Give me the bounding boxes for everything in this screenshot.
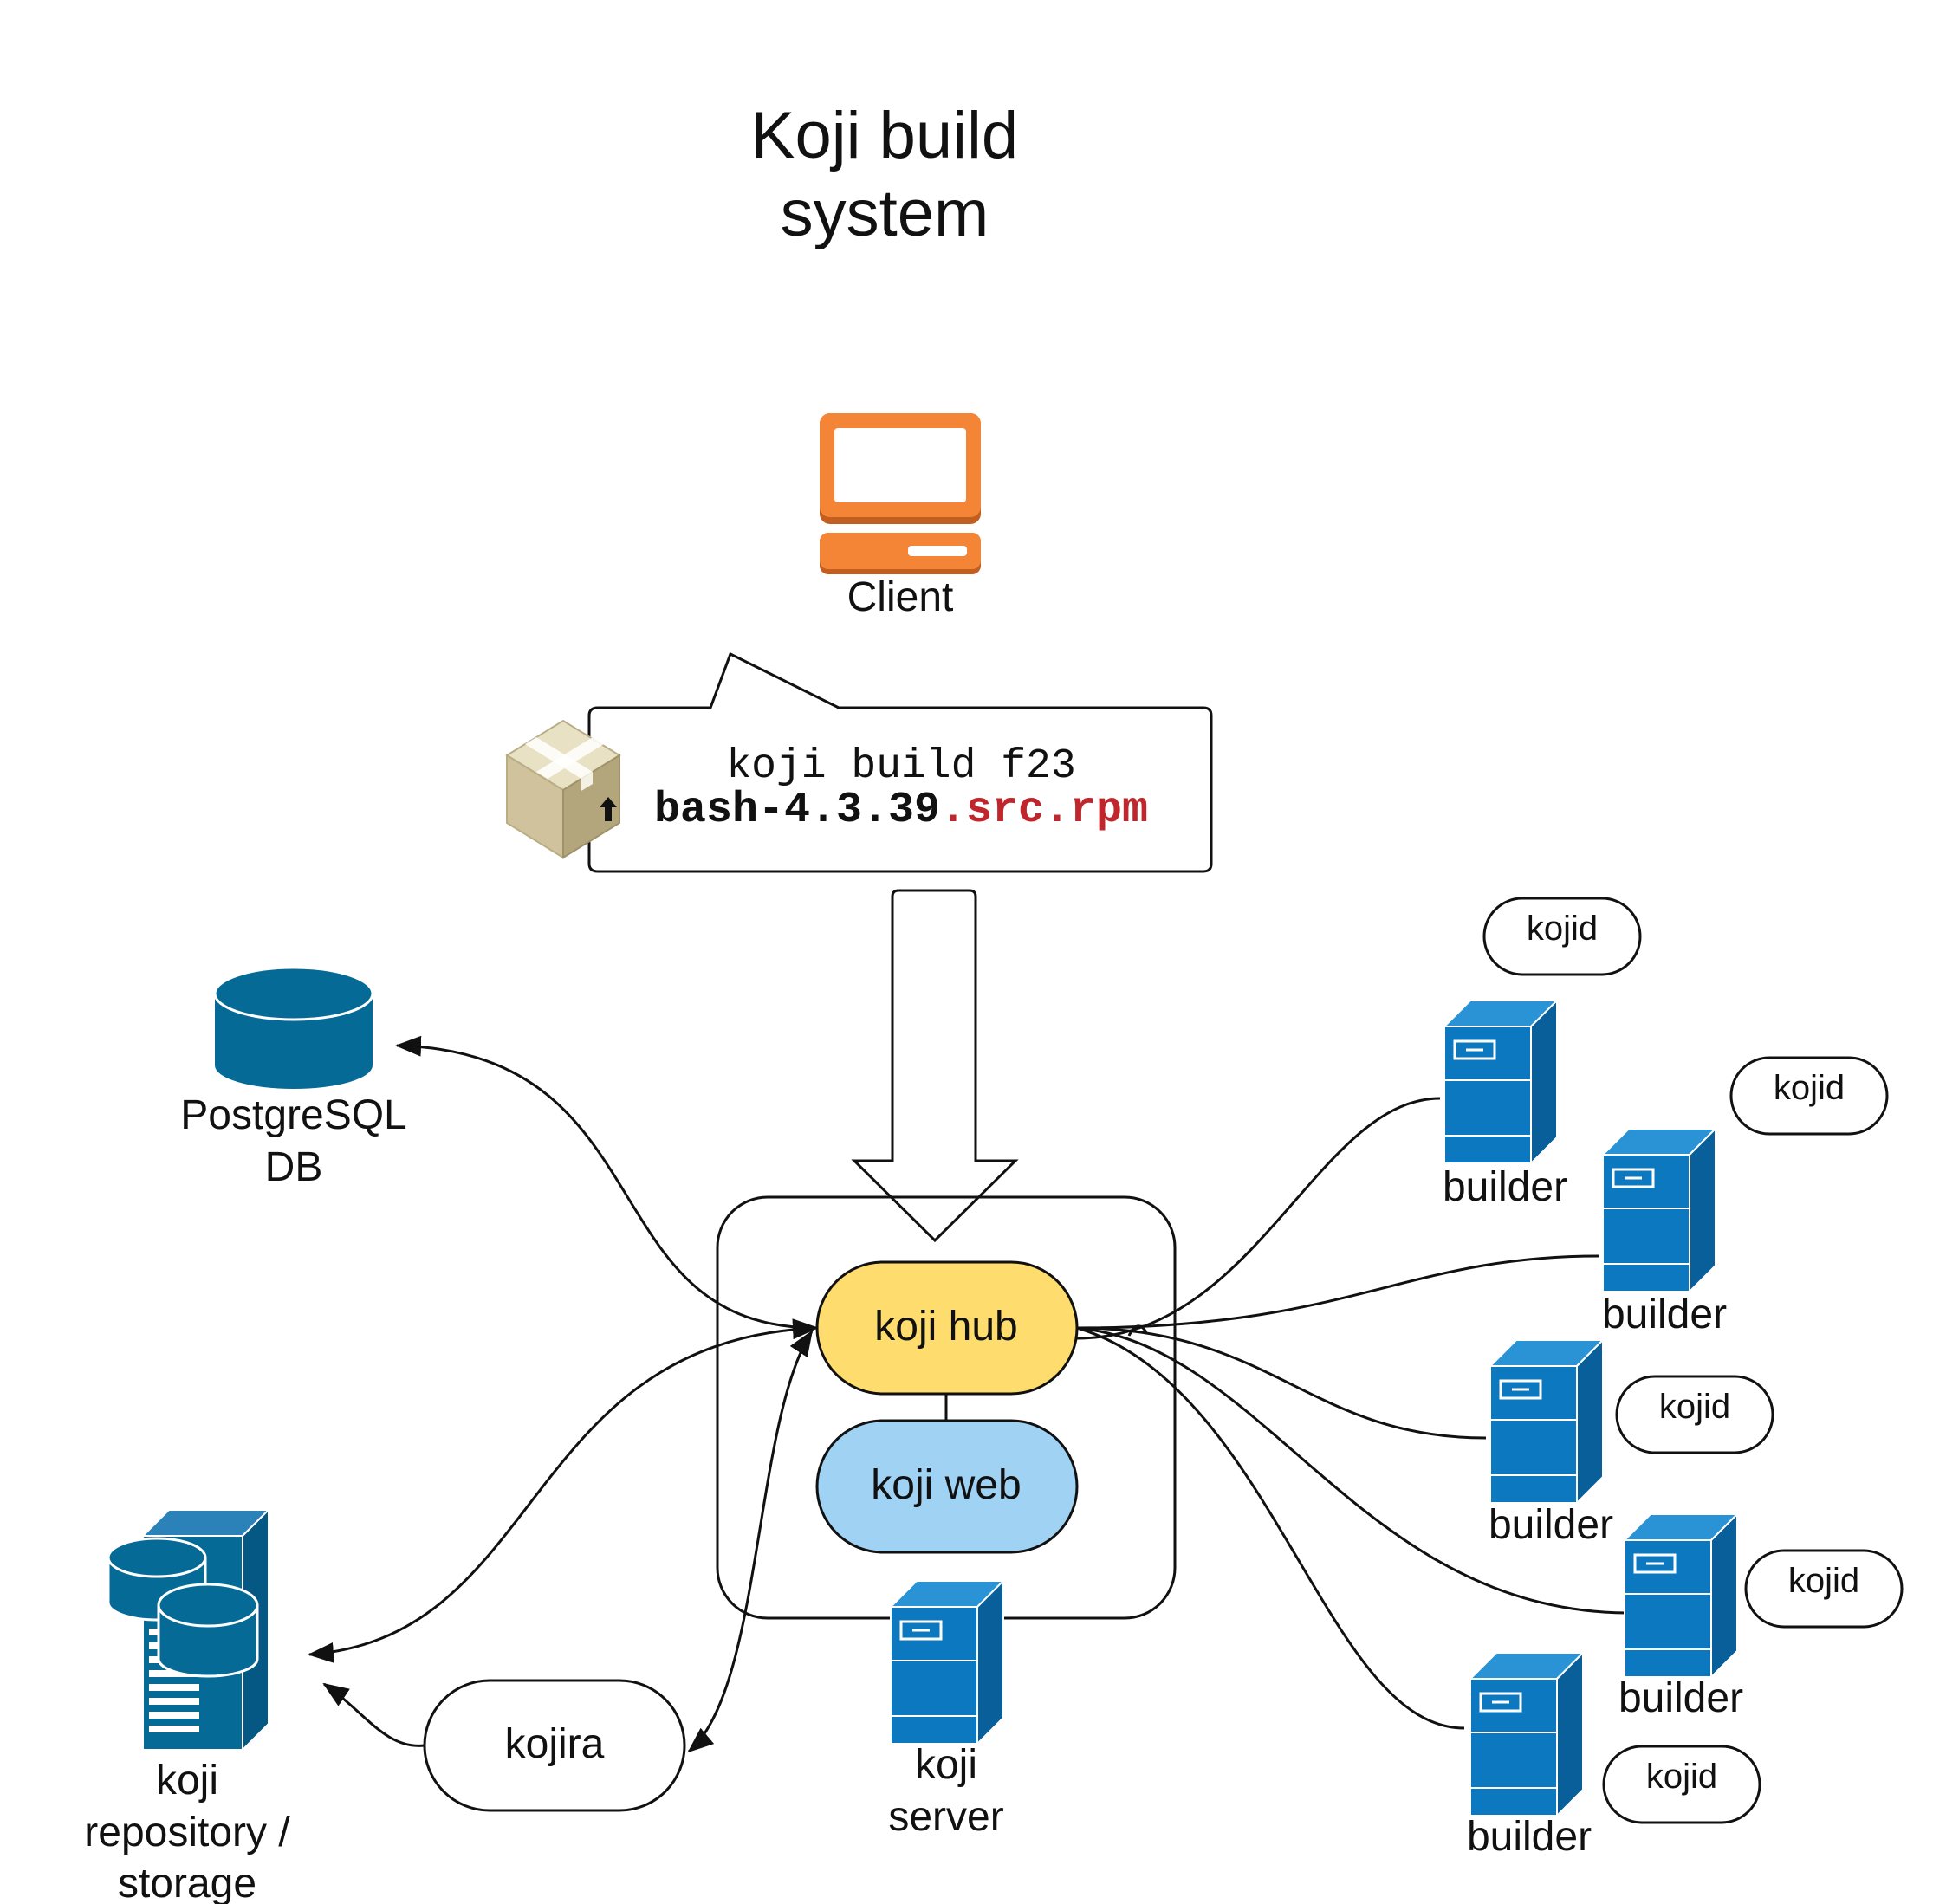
diagram-title-line-2: system [781,177,989,250]
kojid-label: kojid [1659,1388,1730,1426]
kojid-1: kojid [1482,897,1642,976]
builder-1-label: builder [1443,1164,1567,1210]
kojid-5: kojid [1602,1745,1761,1824]
kojid-node [1482,897,1642,976]
server-icon [1469,1651,1585,1817]
hub-db-connection [395,1035,818,1330]
server-icon [889,1579,1005,1745]
builder-5-label: builder [1467,1814,1592,1860]
koji-hub-label: koji hub [874,1304,1017,1350]
client-label: Client [847,574,954,620]
command-line-2: bash-4.3.39.src.rpm [654,786,1148,835]
koji-web-label: koji web [871,1462,1021,1508]
kojid-node [1729,1056,1889,1136]
edge-crossing-hop [1127,1324,1148,1337]
hub-builder-2-connection [1076,1254,1599,1330]
storage-label-2: repository / [84,1810,290,1855]
database-icon [213,966,374,1089]
kojid-3: kojid [1615,1375,1774,1454]
builder-2: builder [1601,1127,1727,1337]
koji-server-label-2: server [888,1794,1003,1840]
package-name: bash-4.3.39 [654,786,940,835]
hub-storage-connection [308,1318,819,1663]
builder-4-label: builder [1618,1675,1743,1721]
server-icon [1443,999,1559,1165]
koji-server-label-1: koji [915,1742,977,1788]
command-line-1: koji build f23 [726,743,1075,790]
kojid-label: kojid [1774,1069,1845,1107]
kojira-label: kojira [505,1721,605,1767]
builder-2-label: builder [1602,1292,1727,1337]
command-bubble [587,651,1213,873]
package-extension: .src.rpm [940,786,1148,835]
kojira-storage-connection [322,1682,425,1747]
storage-server-icon [107,1507,271,1752]
submit-flow-arrow [851,889,1019,1243]
kojid-node [1744,1549,1904,1629]
database-label-1: PostgreSQL [180,1092,406,1138]
builder-1: builder [1443,999,1567,1210]
kojid-label: kojid [1646,1758,1717,1796]
hub-builder-1-connection [1076,1097,1441,1340]
kojid-4: kojid [1744,1549,1904,1629]
kojid-node [1602,1745,1761,1824]
builder-3: builder [1489,1338,1613,1548]
diagram-title-line-1: Koji build [751,99,1018,172]
server-icon [1601,1127,1717,1293]
kojid-2: kojid [1729,1056,1889,1136]
builder-3-label: builder [1489,1502,1613,1548]
kojid-label: kojid [1527,910,1598,948]
hub-builder-4-connection [1076,1326,1628,1615]
package-box-icon [505,719,621,859]
client-computer-icon [820,413,981,574]
builder-5: builder [1467,1651,1592,1860]
server-icon [1623,1512,1739,1679]
storage-label-1: koji [156,1758,218,1804]
hub-builder-3-connection [1076,1326,1487,1440]
builder-4: builder [1618,1512,1743,1721]
server-icon [1489,1338,1605,1505]
storage-label-3: storage [118,1861,256,1904]
database-label-2: DB [265,1144,323,1190]
hub-builder-5-connection [1076,1326,1465,1730]
kojid-label: kojid [1788,1562,1859,1600]
kojira-hub-connection [687,1330,814,1753]
kojid-node [1615,1375,1774,1454]
